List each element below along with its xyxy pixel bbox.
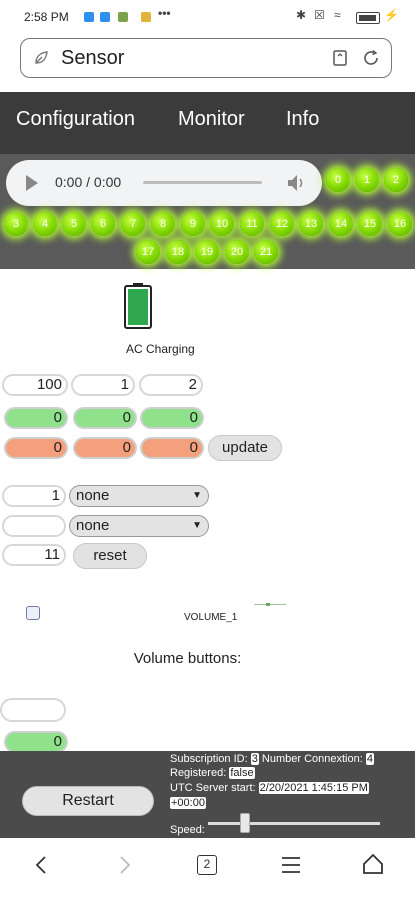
- led-indicator: 18: [166, 240, 190, 264]
- speed-slider-track[interactable]: [208, 822, 380, 825]
- led-indicator: 11: [240, 212, 264, 236]
- tabs-button[interactable]: 2: [197, 855, 217, 875]
- app-notification-icon: [100, 12, 110, 22]
- registered-info: Registered: false: [170, 767, 255, 780]
- led-indicator: 6: [91, 212, 115, 236]
- volume-checkbox[interactable]: [26, 606, 40, 620]
- value-input[interactable]: 11: [2, 544, 66, 566]
- address-bar[interactable]: Sensor: [20, 38, 392, 78]
- speed-label: Speed:: [170, 824, 205, 836]
- back-icon[interactable]: [34, 855, 48, 875]
- page-title: Sensor: [61, 47, 125, 69]
- led-indicator: 16: [388, 212, 412, 236]
- charging-icon: ⚡: [384, 8, 399, 22]
- audio-progress-track[interactable]: [143, 181, 262, 184]
- sim-icon: ☒: [314, 8, 325, 22]
- mode-select-value: none: [76, 487, 110, 504]
- registered-label: Registered:: [170, 767, 227, 779]
- led-indicator: 2: [384, 168, 408, 192]
- reload-icon[interactable]: [362, 49, 380, 67]
- green-value-field[interactable]: 0: [4, 407, 68, 429]
- connexion-value: 4: [365, 753, 374, 765]
- green-value-field[interactable]: 0: [4, 731, 68, 753]
- led-indicator: 7: [121, 212, 145, 236]
- connexion-label: Number Connextion:: [261, 753, 363, 765]
- led-indicator: 3: [4, 212, 28, 236]
- orange-value-field[interactable]: 0: [140, 437, 204, 459]
- led-indicator: 10: [210, 212, 234, 236]
- dropdown-arrow-icon: ▼: [192, 520, 202, 531]
- audio-time: 0:00 / 0:00: [55, 174, 122, 190]
- restart-button[interactable]: Restart: [22, 786, 154, 816]
- speed-slider-thumb[interactable]: [240, 813, 250, 833]
- status-time: 2:58 PM: [24, 10, 69, 24]
- led-indicator: 0: [326, 168, 350, 192]
- update-button[interactable]: update: [208, 435, 282, 461]
- volume-level-indicator: [254, 603, 286, 606]
- volume-buttons-heading: Volume buttons:: [133, 650, 242, 667]
- value-input[interactable]: 1: [2, 485, 66, 507]
- battery-status-icon: [356, 12, 380, 24]
- menu-icon[interactable]: [280, 855, 302, 875]
- nav-info[interactable]: Info: [286, 108, 320, 130]
- home-icon[interactable]: [362, 853, 384, 875]
- volume-icon[interactable]: [286, 172, 306, 194]
- utc-label: UTC Server start:: [170, 782, 256, 794]
- green-value-field[interactable]: 0: [140, 407, 204, 429]
- forward-icon[interactable]: [118, 855, 132, 875]
- led-indicator: 4: [33, 212, 57, 236]
- audio-player[interactable]: 0:00 / 0:00: [6, 160, 322, 206]
- more-notifications-icon: •••: [158, 6, 171, 20]
- reset-button[interactable]: reset: [73, 543, 147, 569]
- led-indicator: 8: [151, 212, 175, 236]
- utc-value: 2/20/2021 1:45:15 PM: [258, 782, 369, 794]
- led-indicator: 13: [299, 212, 323, 236]
- bookmark-icon[interactable]: [331, 49, 349, 67]
- utc-offset-info: +00:00: [170, 797, 206, 810]
- led-indicator: 9: [181, 212, 205, 236]
- led-indicator: 19: [195, 240, 219, 264]
- utc-offset-value: +00:00: [170, 797, 206, 809]
- play-icon[interactable]: [26, 175, 38, 191]
- led-indicator: 17: [136, 240, 160, 264]
- battery-icon: [124, 283, 152, 329]
- dropdown-arrow-icon: ▼: [192, 490, 202, 501]
- value-input[interactable]: 1: [71, 374, 135, 396]
- led-indicator: 5: [62, 212, 86, 236]
- status-bar: 2:58 PM ••• ✱ ☒ ≈ ⚡: [0, 0, 415, 34]
- nav-monitor[interactable]: Monitor: [178, 108, 245, 130]
- utc-info: UTC Server start: 2/20/2021 1:45:15 PM: [170, 782, 369, 795]
- bluetooth-icon: ✱: [296, 8, 307, 22]
- led-indicator: 1: [355, 168, 379, 192]
- green-value-field[interactable]: 0: [73, 407, 137, 429]
- top-navigation: Configuration Monitor Info: [0, 92, 415, 154]
- led-indicator: 21: [254, 240, 278, 264]
- battery-status-label: AC Charging: [126, 342, 195, 356]
- registered-value: false: [229, 767, 255, 779]
- value-input[interactable]: 2: [139, 374, 203, 396]
- mode-select[interactable]: none ▼: [69, 485, 209, 507]
- led-indicator: 12: [270, 212, 294, 236]
- led-indicator: 14: [329, 212, 353, 236]
- value-input[interactable]: 100: [2, 374, 68, 396]
- wifi-icon: ≈: [334, 8, 341, 22]
- led-indicator: 15: [358, 212, 382, 236]
- value-input[interactable]: [2, 515, 66, 537]
- mode-select[interactable]: none ▼: [69, 515, 209, 537]
- led-indicator: 20: [225, 240, 249, 264]
- browser-navigation: [0, 838, 415, 900]
- volume-label: VOLUME_1: [184, 612, 238, 623]
- site-icon: [35, 51, 48, 64]
- app-notification-icon: [141, 12, 151, 22]
- orange-value-field[interactable]: 0: [4, 437, 68, 459]
- subscription-id-label: Subscription ID:: [170, 753, 248, 765]
- volume-input[interactable]: [0, 698, 66, 722]
- orange-value-field[interactable]: 0: [73, 437, 137, 459]
- mode-select-value: none: [76, 517, 110, 534]
- subscription-id-value: 3: [250, 753, 259, 765]
- subscription-info: Subscription ID: 3 Number Connextion: 4: [170, 753, 374, 766]
- app-notification-icon: [84, 12, 94, 22]
- android-notification-icon: [118, 12, 128, 22]
- nav-configuration[interactable]: Configuration: [16, 108, 135, 130]
